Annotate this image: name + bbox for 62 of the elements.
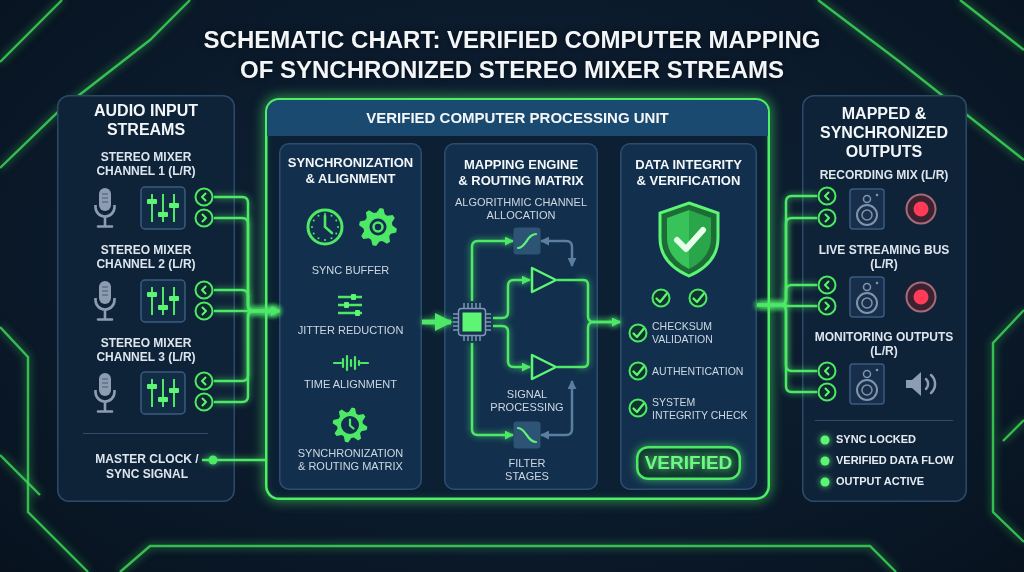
verification-section-panel — [620, 143, 757, 490]
sync-section-panel — [279, 143, 422, 490]
status-label: VERIFIED DATA FLOW — [836, 454, 955, 468]
chevron-left-icon — [194, 187, 214, 207]
chevron-left-icon — [194, 371, 214, 391]
double-arrow — [540, 236, 577, 267]
channel-label: STEREO MIXER CHANNEL 2 (L/R) — [95, 243, 197, 272]
output-label: LIVE STREAMING BUS (L/R) — [817, 243, 951, 272]
section-heading: DATA INTEGRITY & VERIFICATION — [634, 157, 743, 189]
chevron-right-icon — [817, 296, 837, 316]
section-heading: MAPPING ENGINE & ROUTING MATRIX — [457, 157, 585, 189]
chevron-right-icon — [817, 382, 837, 402]
panel-heading: MAPPED & SYNCHRONIZED OUTPUTS — [819, 104, 949, 162]
double-arrow — [540, 380, 577, 440]
check-label: AUTHENTICATION — [652, 365, 745, 378]
channel-label: STEREO MIXER CHANNEL 1 (L/R) — [95, 150, 197, 179]
status-label: SYNC LOCKED — [836, 433, 918, 447]
chevron-left-icon — [817, 186, 837, 206]
chevron-right-icon — [194, 301, 214, 321]
status-label: OUTPUT ACTIVE — [836, 475, 926, 489]
amplifier-triangle-icon — [530, 266, 578, 294]
chevron-left-icon — [817, 361, 837, 381]
arrow — [493, 324, 531, 372]
stage-label: FILTER STAGES — [504, 457, 550, 484]
diagram-title: SCHEMATIC CHART: VERIFIED COMPUTER MAPPING OF SYNCHRONIZED STEREO MIXER STREAMS — [202, 25, 822, 85]
chevron-right-icon — [817, 208, 837, 228]
signal-label: MASTER CLOCK / SYNC SIGNAL — [92, 452, 202, 484]
stage-label: ALGORITHMIC CHANNEL ALLOCATION — [454, 196, 588, 223]
feature-label: SYNCHRONIZATION & ROUTING MATRIX — [296, 447, 405, 474]
rising-curve-icon — [513, 227, 541, 255]
check-label: SYSTEM INTEGRITY CHECK — [652, 396, 749, 422]
section-heading: SYNCHRONIZATION & ALIGNMENT — [286, 155, 415, 187]
output-label: RECORDING MIX (L/R) — [818, 168, 950, 183]
arrow — [214, 306, 280, 404]
arrow — [578, 317, 621, 369]
signal-line — [202, 455, 265, 465]
arrow — [470, 343, 514, 440]
verified-badge: VERIFIED — [636, 446, 741, 480]
processing-unit-panel — [265, 98, 770, 500]
output-panel — [802, 95, 967, 502]
arrow — [493, 275, 531, 320]
chevron-left-icon — [817, 275, 837, 295]
input-panel — [57, 95, 235, 502]
chevron-left-icon — [194, 280, 214, 300]
feature-label: JITTER REDUCTION — [296, 324, 405, 338]
feature-label: TIME ALIGNMENT — [303, 378, 398, 392]
check-label: CHECKSUM VALIDATION — [652, 320, 714, 346]
amplifier-triangle-icon — [530, 353, 578, 381]
falling-curve-icon — [513, 421, 541, 449]
output-label: MONITORING OUTPUTS (L/R) — [813, 330, 955, 359]
panel-heading: AUDIO INPUT STREAMS — [93, 101, 199, 140]
chevron-right-icon — [194, 392, 214, 412]
connector-line — [757, 303, 817, 394]
unit-heading: VERIFIED COMPUTER PROCESSING UNIT — [267, 100, 768, 136]
arrow — [422, 313, 453, 331]
channel-label: STEREO MIXER CHANNEL 3 (L/R) — [95, 336, 197, 365]
feature-label: SYNC BUFFER — [310, 264, 391, 278]
mapping-section-panel — [444, 143, 598, 490]
stage-label: SIGNAL PROCESSING — [489, 388, 565, 415]
arrow — [470, 236, 514, 301]
chip-icon — [451, 301, 493, 343]
chevron-right-icon — [194, 208, 214, 228]
